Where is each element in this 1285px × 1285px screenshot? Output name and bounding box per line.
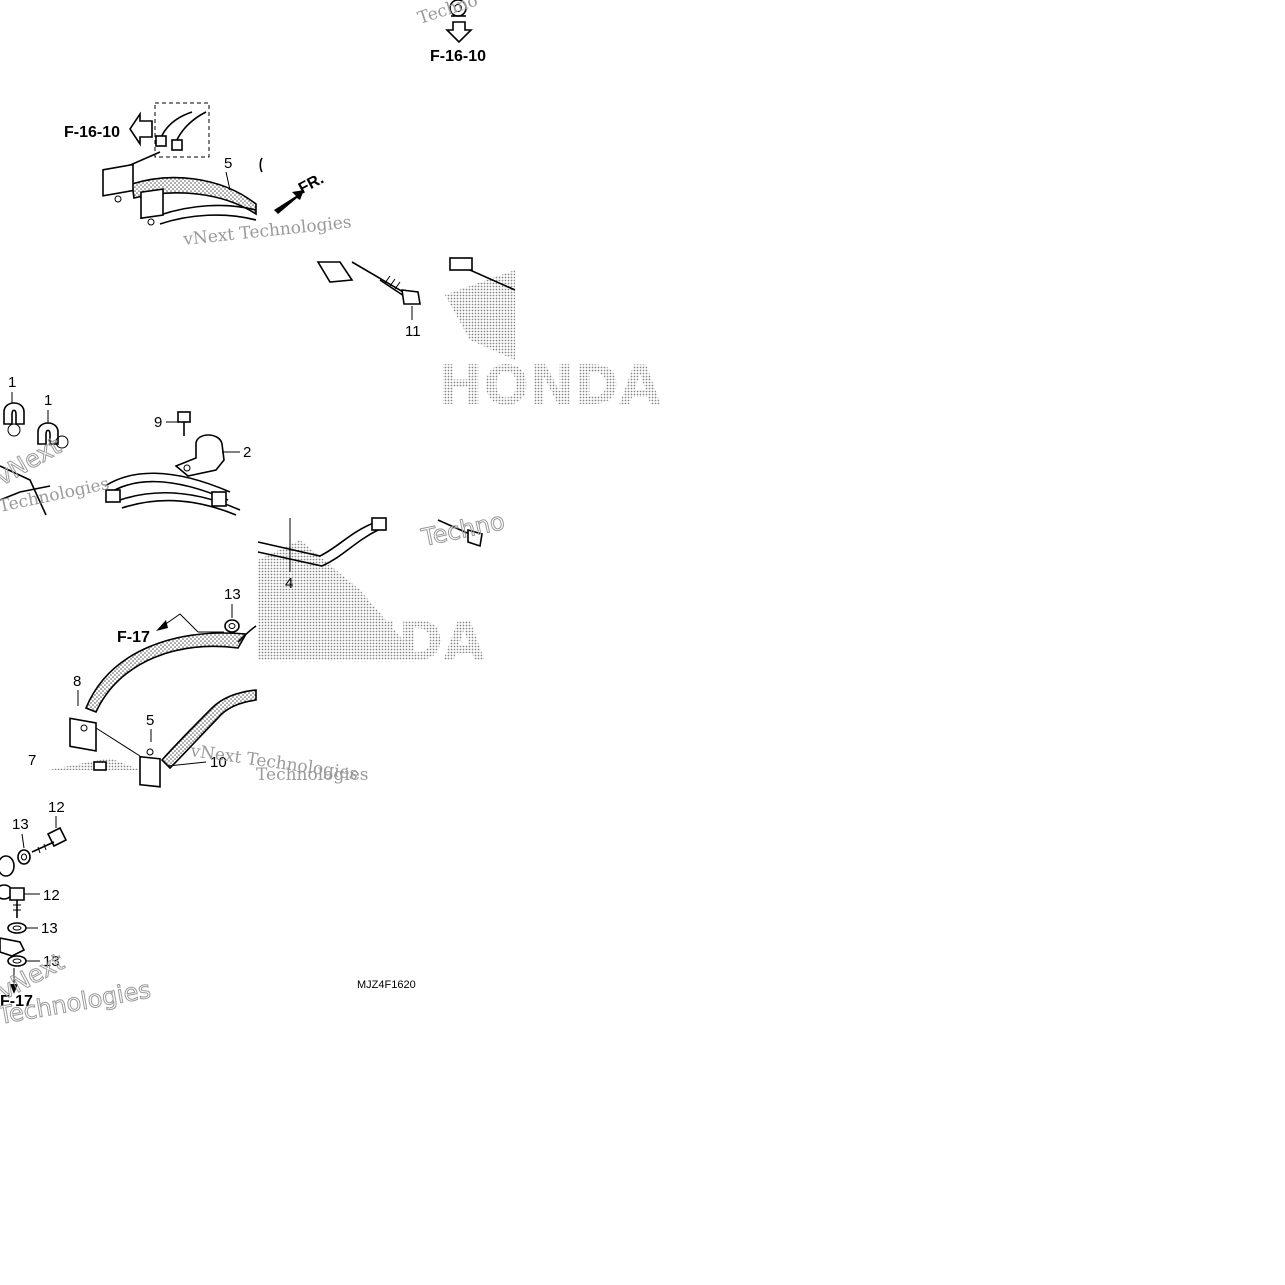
brand-logo-lower: HONDA [262, 610, 485, 673]
callout-1a: 1 [8, 374, 16, 391]
detail-box [154, 102, 210, 158]
pipes-middle [104, 472, 241, 516]
hose-5 [139, 689, 257, 788]
callout-12a: 12 [48, 799, 65, 816]
washer-13a [224, 619, 240, 633]
washer-13b [17, 849, 31, 865]
tile-middle-left: 1 1 9 2 [0, 374, 251, 517]
ref-label-f-16-10-left: F-16-10 [64, 124, 120, 141]
bolt-7 [93, 761, 107, 771]
washer-13c [7, 922, 27, 934]
ref-label-f-16-10-top: F-16-10 [430, 48, 486, 65]
callout-13c: 13 [41, 920, 58, 937]
tile-bottom-left: 12 13 12 13 [0, 799, 153, 1031]
watermark-middle-left-outline: vNext [0, 432, 66, 491]
callout-1b: 1 [44, 392, 52, 409]
callout-13a: 13 [224, 586, 241, 603]
callout-5: 5 [146, 712, 154, 729]
hose-upper [102, 163, 257, 216]
callout-2: 2 [243, 444, 251, 461]
union-fitting [0, 937, 26, 957]
tile-middle-right: HONDA 11 [316, 257, 661, 417]
drawing-code: MJZ4F1620 [357, 979, 416, 991]
callout-6: 5 [224, 155, 232, 172]
bolt-11 [351, 261, 421, 305]
clip-1b [37, 422, 69, 449]
ref-label-f-17-bottom: F-17 [0, 993, 33, 1010]
watermark-center-right: Techno [418, 507, 507, 552]
callout-9: 9 [154, 414, 162, 431]
callout-8: 8 [73, 673, 81, 690]
pipe-4 [257, 517, 387, 567]
clip-1a [3, 402, 25, 437]
ref-label-f-17-left: F-17 [117, 629, 150, 646]
tile-upper-right: FR. [259, 157, 327, 214]
callout-12b: 12 [43, 887, 60, 904]
callout-13d: 13 [43, 953, 60, 970]
callout-4: 4 [285, 575, 293, 592]
arrow-down-icon [445, 21, 473, 44]
bolt-9 [177, 411, 191, 436]
bolt-center-right [437, 519, 483, 548]
bolt-12b [9, 887, 25, 918]
callout-11: 11 [405, 323, 421, 340]
hose-8 [69, 625, 257, 752]
callout-7: 7 [28, 752, 36, 769]
callout-13b: 13 [12, 816, 29, 833]
watermark-lower-left-b: Technologies [256, 765, 369, 785]
tile-center-right: HONDA 4 Techno [257, 507, 508, 673]
watermark-upper-left: vNext Technologies [181, 212, 352, 250]
front-arrow-icon [274, 190, 304, 214]
bolt-12a [31, 826, 68, 854]
arrow-left-icon [129, 111, 153, 147]
pipe-upper [140, 188, 257, 226]
pipe-ends-detail [155, 111, 207, 151]
callout-10: 10 [210, 754, 227, 771]
tile-top: F-16-10 Techno [415, 0, 486, 65]
watermark-fragment-top: Techno [415, 0, 480, 29]
bolt-part-top [449, 0, 467, 17]
clamp-2 [174, 434, 225, 477]
brand-logo-fragment: HONDA [438, 354, 661, 417]
